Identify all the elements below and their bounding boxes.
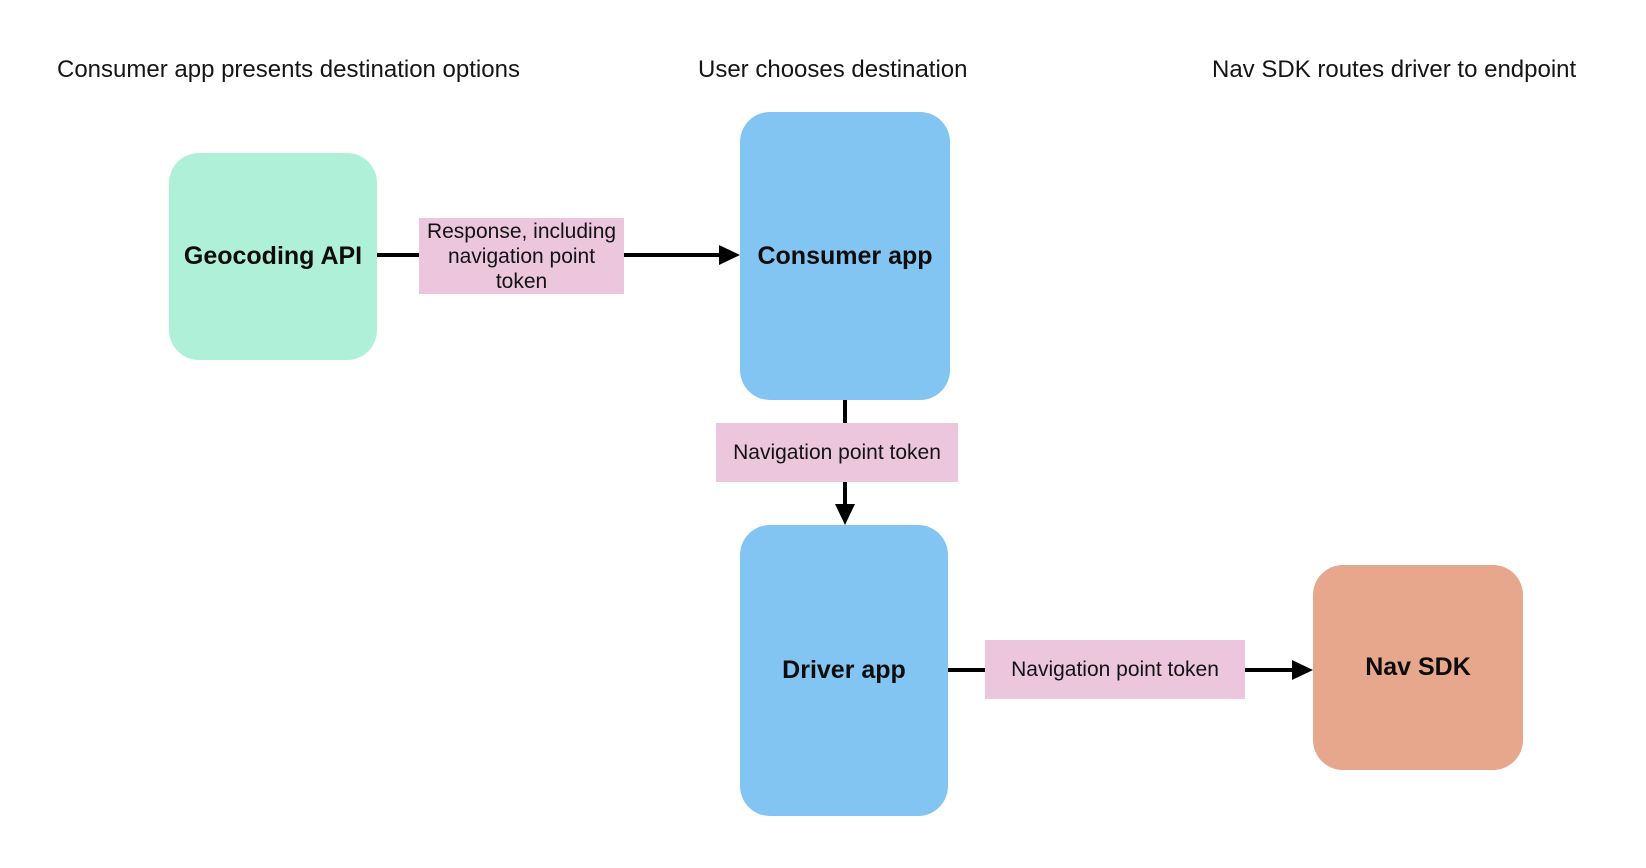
node-nav-sdk-label: Nav SDK: [1365, 653, 1471, 681]
arrowhead-right-icon: [1292, 660, 1313, 680]
node-consumer-app: Consumer app: [740, 112, 950, 400]
edge-label-response-including-token: Response, including navigation point tok…: [419, 218, 624, 294]
node-driver-app-label: Driver app: [782, 656, 906, 684]
edge-label-navigation-point-token-vertical: Navigation point token: [716, 423, 958, 482]
column-header-nav-sdk-routes: Nav SDK routes driver to endpoint: [1212, 56, 1577, 83]
arrowhead-right-icon: [719, 245, 740, 265]
node-geocoding-api-label: Geocoding API: [183, 242, 363, 270]
node-driver-app: Driver app: [740, 525, 948, 816]
arrowhead-down-icon: [835, 504, 855, 525]
column-header-consumer-presents: Consumer app presents destination option…: [57, 56, 520, 83]
node-nav-sdk: Nav SDK: [1313, 565, 1523, 770]
node-geocoding-api: Geocoding API: [169, 153, 377, 360]
column-header-user-chooses: User chooses destination: [698, 56, 968, 83]
edge-label-navigation-point-token-horizontal: Navigation point token: [985, 640, 1245, 699]
node-consumer-app-label: Consumer app: [757, 241, 933, 270]
